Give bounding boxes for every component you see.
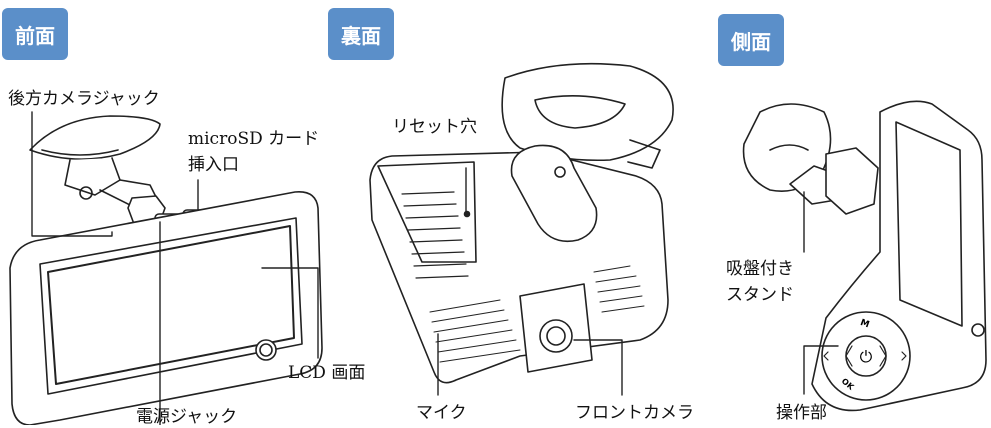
label-rear-camera-jack: 後方カメラジャック <box>8 89 160 109</box>
front-view-drawing <box>10 112 322 425</box>
side-mount-knob <box>826 148 878 214</box>
label-microsd-line2: 挿入口 <box>188 155 239 175</box>
leader-rear-camera-jack <box>32 112 112 236</box>
front-section-badge: 前面 <box>2 8 68 60</box>
back-mount-knob <box>511 145 596 241</box>
label-front-camera: フロントカメラ <box>575 403 694 423</box>
front-mount-arm <box>65 158 120 195</box>
front-suction-cup <box>30 116 160 159</box>
label-reset-hole: リセット穴 <box>392 117 477 137</box>
leader-front-camera <box>574 340 622 395</box>
front-screen <box>48 226 294 384</box>
label-suction-stand-line1: 吸盤付き <box>726 259 794 279</box>
leader-lcd <box>262 268 318 358</box>
back-vent-slots <box>402 192 468 278</box>
label-suction-stand-line2: スタンド <box>726 285 794 305</box>
back-mic-grille <box>430 300 520 362</box>
power-icon: ⏻ <box>860 347 873 366</box>
label-lcd-screen: LCD 画面 <box>288 363 366 383</box>
side-section-badge: 側面 <box>718 14 784 66</box>
side-view-drawing <box>744 101 986 410</box>
label-microsd-line1: microSD カード <box>188 129 320 149</box>
label-controls: 操作部 <box>776 403 827 423</box>
back-speaker-grille <box>594 266 644 312</box>
side-control-dial <box>822 312 910 400</box>
label-power-jack: 電源ジャック <box>136 407 238 427</box>
back-view-drawing <box>370 64 673 395</box>
back-suction-cup <box>502 64 673 161</box>
side-button-m: M <box>859 318 871 330</box>
leader-controls <box>804 346 838 394</box>
label-mic: マイク <box>416 403 467 423</box>
reset-hole <box>465 212 470 217</box>
back-section-badge: 裏面 <box>328 8 394 60</box>
